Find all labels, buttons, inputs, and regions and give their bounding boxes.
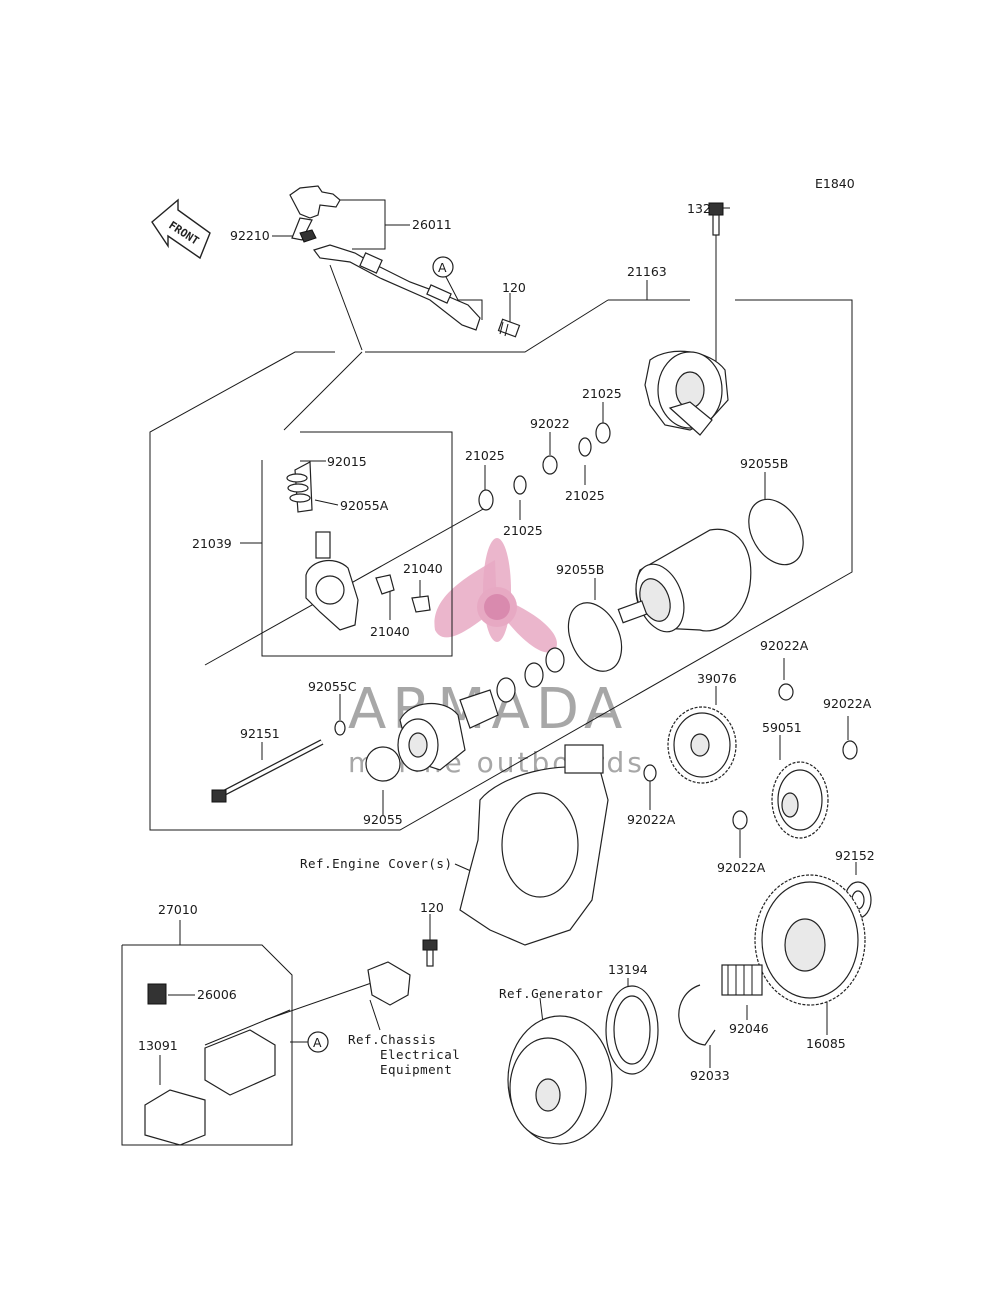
front-bracket bbox=[459, 689, 499, 729]
callout-92022A-b: 92022A bbox=[823, 696, 872, 711]
callout-120-top: 120 bbox=[502, 280, 526, 295]
starter-relay-27010 bbox=[204, 1029, 276, 1096]
washers-92022A bbox=[643, 683, 858, 830]
brush-springs-21040 bbox=[375, 574, 431, 613]
callout-39076: 39076 bbox=[697, 671, 737, 686]
callout-92033: 92033 bbox=[690, 1068, 730, 1083]
callout-92055C: 92055C bbox=[308, 679, 357, 694]
clip-92210 bbox=[299, 229, 317, 243]
front-arrow-icon: FRONT bbox=[151, 198, 211, 260]
idle-gear-39076 bbox=[667, 706, 737, 784]
callout-92210: 92210 bbox=[230, 228, 270, 243]
callout-labels: 132 26011 92210 120 21163 21025 92022 21… bbox=[138, 201, 875, 1083]
callout-13091: 13091 bbox=[138, 1038, 178, 1053]
bolt-120-bottom bbox=[422, 939, 438, 967]
reference-labels: Ref.Engine Cover(s) Ref.Generator Ref.Ch… bbox=[300, 856, 603, 1077]
diagram-code: E1840 bbox=[815, 176, 855, 191]
callout-26011: 26011 bbox=[412, 217, 452, 232]
starter-clutch-gear-16085 bbox=[754, 874, 866, 1006]
ref-engine-cover: Ref.Engine Cover(s) bbox=[300, 856, 453, 871]
starter-front-cover bbox=[397, 702, 466, 772]
one-way-clutch-13194 bbox=[605, 985, 659, 1075]
starter-end-cover-21163 bbox=[644, 350, 729, 436]
callout-21039: 21039 bbox=[192, 536, 232, 551]
callout-16085: 16085 bbox=[806, 1036, 846, 1051]
leader-lines bbox=[159, 199, 857, 1085]
ref-generator: Ref.Generator bbox=[499, 986, 603, 1001]
callout-92015: 92015 bbox=[327, 454, 367, 469]
callout-21025-d: 21025 bbox=[503, 523, 543, 538]
callout-92046: 92046 bbox=[729, 1021, 769, 1036]
ref-chassis-line3: Equipment bbox=[380, 1062, 452, 1077]
callout-13194: 13194 bbox=[608, 962, 648, 977]
ref-chassis-line2: Electrical bbox=[380, 1047, 460, 1062]
callout-132: 132 bbox=[687, 201, 711, 216]
o-ring-92055B-rear bbox=[748, 498, 804, 566]
long-bolt-92151 bbox=[211, 739, 324, 803]
generator-rotor-ref bbox=[507, 1015, 613, 1145]
front-washers bbox=[496, 647, 565, 703]
callout-92022A-a: 92022A bbox=[760, 638, 809, 653]
brush-holder-21039 bbox=[286, 461, 359, 631]
callout-92055A: 92055A bbox=[340, 498, 389, 513]
callout-92152: 92152 bbox=[835, 848, 875, 863]
callout-27010: 27010 bbox=[158, 902, 198, 917]
callout-59051: 59051 bbox=[762, 720, 802, 735]
callout-21163: 21163 bbox=[627, 264, 667, 279]
callout-92055B-b: 92055B bbox=[556, 562, 604, 577]
circlip-92033 bbox=[678, 984, 716, 1046]
callout-21025-b: 21025 bbox=[565, 488, 605, 503]
callout-21025-a: 21025 bbox=[582, 386, 622, 401]
nut-120-top bbox=[497, 318, 521, 338]
propeller-logo-icon bbox=[434, 538, 557, 653]
washer-stack bbox=[478, 422, 611, 511]
o-ring-92055 bbox=[365, 746, 401, 782]
starter-motor-yoke bbox=[617, 528, 752, 633]
callout-21025-c: 21025 bbox=[465, 448, 505, 463]
marker-a-top-label: A bbox=[438, 260, 447, 275]
needle-bearing-92046 bbox=[721, 964, 763, 996]
starter-cable-assembly bbox=[289, 185, 481, 331]
callout-92055B-a: 92055B bbox=[740, 456, 788, 471]
o-ring-92055C bbox=[334, 720, 346, 736]
marker-a-bottom-label: A bbox=[313, 1035, 322, 1050]
relay-cover-13091 bbox=[144, 1089, 206, 1146]
starter-assembly-outline bbox=[149, 299, 853, 831]
callout-21040-a: 21040 bbox=[403, 561, 443, 576]
callout-92022A-d: 92022A bbox=[717, 860, 766, 875]
brush-holder-outline bbox=[261, 431, 453, 657]
fuse-26006 bbox=[147, 983, 167, 1005]
callout-92055: 92055 bbox=[363, 812, 403, 827]
bolt-132 bbox=[708, 202, 724, 236]
gear-59051 bbox=[771, 761, 829, 839]
callout-92151: 92151 bbox=[240, 726, 280, 741]
callout-92022: 92022 bbox=[530, 416, 570, 431]
marker-a-top: A bbox=[432, 256, 454, 278]
o-ring-92055B-front bbox=[567, 602, 623, 672]
callout-26006: 26006 bbox=[197, 987, 237, 1002]
callout-120-bottom: 120 bbox=[420, 900, 444, 915]
chassis-bracket-ref bbox=[367, 961, 411, 1006]
callout-92022A-c: 92022A bbox=[627, 812, 676, 827]
marker-a-bottom: A bbox=[307, 1031, 329, 1053]
engine-cover-ref bbox=[459, 744, 609, 946]
relay-box-outline bbox=[121, 944, 293, 1146]
ref-chassis-line1: Ref.Chassis bbox=[348, 1032, 436, 1047]
callout-21040-b: 21040 bbox=[370, 624, 410, 639]
